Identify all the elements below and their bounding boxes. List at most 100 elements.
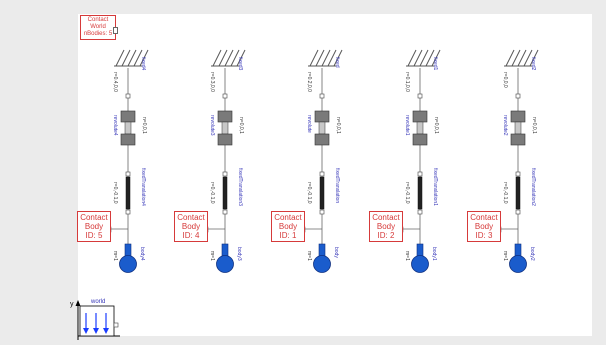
revolute-param-label: n=0,0,1	[433, 117, 439, 134]
world-component[interactable]	[75, 300, 121, 340]
model-columns	[107, 49, 539, 273]
revolute-cylinder-top[interactable]	[510, 110, 526, 123]
body-name-label: body2	[529, 247, 535, 261]
revolute-name-label: revolute	[306, 115, 312, 133]
frame-connector[interactable]	[319, 171, 325, 177]
frame-connector[interactable]	[515, 171, 521, 177]
ground-hatch-line	[127, 49, 137, 67]
fixed-translation-name-label: fixedTranslation	[334, 168, 340, 204]
ground-hatch-line	[224, 49, 234, 67]
diagram-sheet	[78, 14, 592, 336]
frame-connector[interactable]	[417, 171, 423, 177]
world-label: world	[91, 299, 106, 305]
revolute-axis	[416, 121, 424, 135]
contact-world-line1: Contact	[87, 17, 109, 23]
contact-body-id: ID: 2	[377, 231, 395, 240]
fixed-param-label: r=0.2,0,0	[306, 72, 312, 92]
revolute-axis	[124, 121, 132, 135]
body-name-label: body1	[431, 247, 437, 261]
contact-body-body: Body	[84, 222, 104, 231]
revolute-cylinder-bottom[interactable]	[510, 133, 526, 146]
ground-hatch-line	[425, 49, 435, 67]
frame-connector[interactable]	[125, 209, 131, 215]
revolute-cylinder-bottom[interactable]	[412, 133, 428, 146]
revolute-cylinder-top[interactable]	[314, 110, 330, 123]
revolute-cylinder-bottom[interactable]	[217, 133, 233, 146]
revolute-cylinder-bottom[interactable]	[314, 133, 330, 146]
contact-world-block[interactable]: Contact World nBodies: 5	[80, 15, 116, 40]
ground-hatch-line	[333, 49, 343, 67]
fixed-translation-name-label: fixedTranslation1	[432, 168, 438, 206]
frame-connector[interactable]	[515, 209, 521, 215]
revolute-cylinder-top[interactable]	[217, 110, 233, 123]
ground-hatch-line	[230, 49, 240, 67]
fixed-translation-rod[interactable]	[417, 176, 423, 210]
fixed-name-label: fixed	[334, 57, 340, 68]
revolute-name-label: revolute1	[404, 115, 410, 136]
contact-world-nbodies: nBodies: 5	[83, 31, 113, 37]
revolute-axis	[221, 121, 229, 135]
contact-body-title: Contact	[177, 213, 205, 222]
ground-hatch-line	[505, 49, 515, 67]
frame-connector[interactable]	[319, 93, 325, 99]
revolute-param-label: n=0,0,1	[238, 117, 244, 134]
ground-hatch-line	[321, 49, 331, 67]
frame-connector[interactable]	[319, 209, 325, 215]
body-sphere[interactable]	[119, 255, 137, 273]
body-sphere[interactable]	[313, 255, 331, 273]
world-frame-connector[interactable]	[113, 322, 119, 328]
ground-hatch-line	[139, 49, 149, 67]
fixed-translation-param-label: r=0,-0.1,0	[404, 182, 410, 204]
revolute-cylinder-top[interactable]	[412, 110, 428, 123]
world-gravity-arrows	[83, 313, 109, 334]
frame-connector[interactable]	[222, 93, 228, 99]
contact-body-body: Body	[376, 222, 396, 231]
ground-hatch-line	[529, 49, 539, 67]
revolute-cylinder-bottom[interactable]	[120, 133, 136, 146]
contact-body-body: Body	[278, 222, 298, 231]
fixed-param-label: r=0.4,0,0	[112, 72, 118, 92]
contact-body-title: Contact	[372, 213, 400, 222]
revolute-axis	[318, 121, 326, 135]
ground-hatch-line	[511, 49, 521, 67]
fixed-param-label: r=0.3,0,0	[209, 72, 215, 92]
frame-connector[interactable]	[515, 93, 521, 99]
revolute-cylinder-top[interactable]	[120, 110, 136, 123]
fixed-name-label: fixed3	[237, 57, 243, 71]
component-column	[399, 49, 441, 273]
fixed-translation-rod[interactable]	[125, 176, 131, 210]
fixed-translation-rod[interactable]	[319, 176, 325, 210]
ground-hatch-line	[315, 49, 325, 67]
ground-hatch-line	[115, 49, 125, 67]
frame-connector[interactable]	[125, 171, 131, 177]
world-y-axis-label: y	[70, 301, 74, 308]
fixed-translation-name-label: fixedTranslation4	[140, 168, 146, 206]
frame-connector[interactable]	[417, 93, 423, 99]
frame-connector[interactable]	[222, 171, 228, 177]
body-sphere[interactable]	[216, 255, 234, 273]
ground-hatch-line	[517, 49, 527, 67]
frame-connector[interactable]	[125, 93, 131, 99]
contact-body-title: Contact	[274, 213, 302, 222]
body-sphere[interactable]	[509, 255, 527, 273]
body-name-label: body	[333, 247, 339, 258]
fixed-param-label: r=0.1,0,0	[404, 72, 410, 92]
ground-hatch-line	[133, 49, 143, 67]
body-sphere[interactable]	[411, 255, 429, 273]
fixed-translation-rod[interactable]	[515, 176, 521, 210]
body-param-label: m=1	[209, 251, 215, 261]
contact-body-id: ID: 4	[182, 231, 200, 240]
frame-connector[interactable]	[417, 209, 423, 215]
body-name-label: body4	[139, 247, 145, 261]
contact-world-connector[interactable]	[113, 27, 118, 34]
frame-connector[interactable]	[222, 209, 228, 215]
fixed-translation-rod[interactable]	[222, 176, 228, 210]
contact-body-id: ID: 1	[279, 231, 297, 240]
